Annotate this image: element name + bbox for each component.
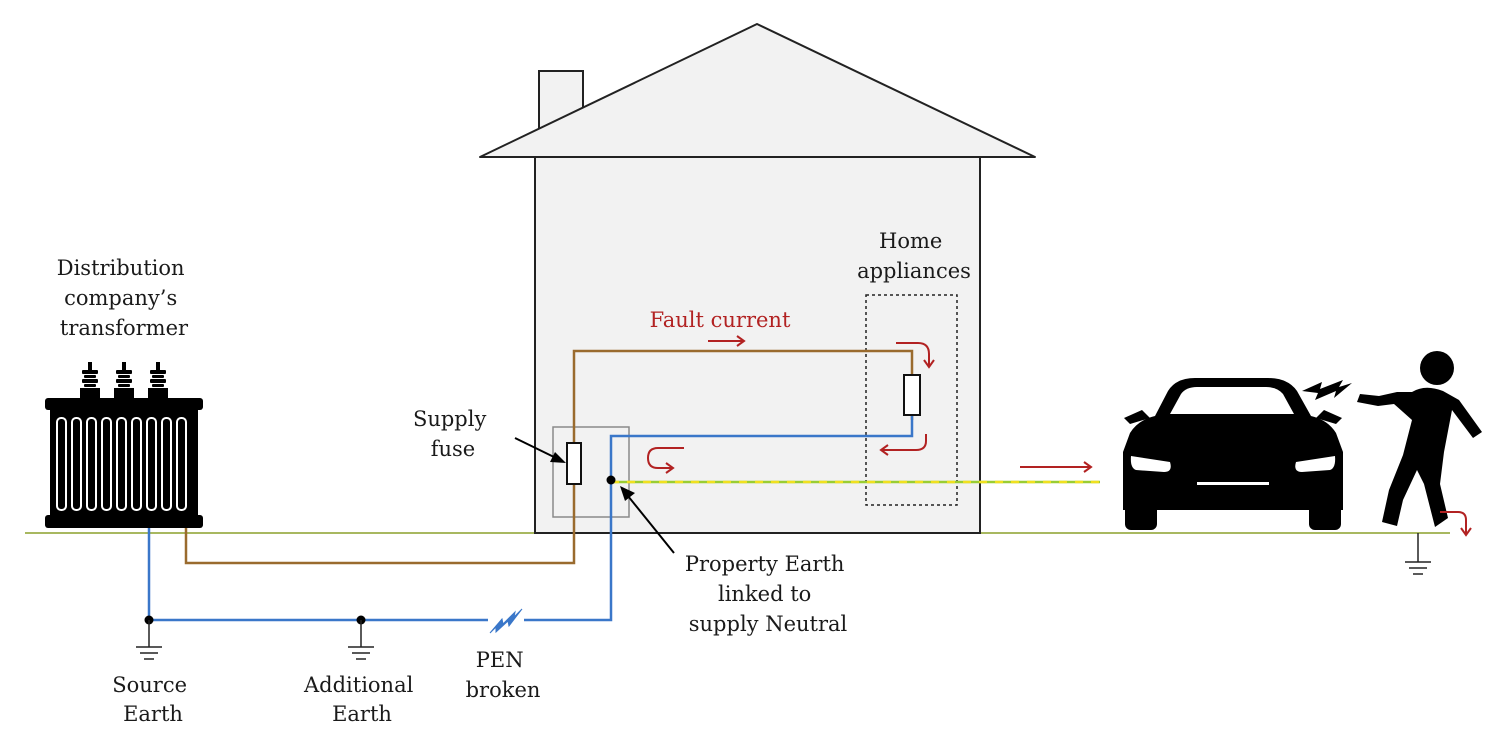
fault-current-label: Fault current: [650, 308, 791, 332]
supply-fuse-label: Supply fuse: [413, 407, 493, 461]
home-appliances-label-line-2: appliances: [857, 259, 971, 283]
property-earth-junction: [606, 475, 616, 485]
car-icon: [1123, 378, 1343, 530]
home-appliances-label-line-1: Home: [879, 229, 942, 253]
fault-arrow-to-car: [1020, 461, 1093, 473]
appliance-resistor-symbol: [903, 374, 921, 416]
fault-current-arrows: [646, 335, 1472, 537]
fault-arrow-to-ground: [1440, 511, 1472, 537]
additional-earth-electrode: [348, 615, 374, 660]
fault-arrow-top: [708, 335, 746, 347]
source-earth-label-line-2: Earth: [123, 702, 183, 726]
source-earth-label-line-1: Source: [112, 673, 187, 697]
person-earth-electrode: [1405, 533, 1431, 575]
property-earth-label-line-3: supply Neutral: [689, 612, 848, 636]
supply-fuse-label-line-1: Supply: [413, 407, 487, 431]
pen-broken-label-line-1: PEN: [476, 648, 524, 672]
additional-earth-label: Additional Earth: [303, 673, 420, 726]
source-earth-label: Source Earth: [112, 673, 193, 726]
property-earth-pointer: [620, 486, 675, 554]
fault-arrow-consumer-unit: [646, 447, 684, 474]
fault-arrow-appliance-bottom: [879, 434, 927, 456]
supply-fuse-label-line-2: fuse: [431, 437, 476, 461]
source-earth-electrode: [136, 615, 162, 660]
additional-earth-label-line-2: Earth: [332, 702, 392, 726]
supply-fuse-symbol: [566, 442, 582, 485]
pen-broken-label-line-2: broken: [466, 678, 541, 702]
transformer-label: Distribution company’s transformer: [57, 256, 192, 340]
fault-arrow-appliance-top: [896, 342, 935, 369]
property-earth-label-line-2: linked to: [718, 582, 811, 606]
home-appliances-label: Home appliances: [857, 229, 971, 283]
supply-fuse-pointer: [514, 437, 566, 463]
house: [479, 23, 1036, 534]
pen-broken-label: PEN broken: [466, 648, 541, 702]
transformer-label-line-3: transformer: [60, 316, 189, 340]
person-icon: [1357, 351, 1482, 527]
transformer-label-line-1: Distribution: [57, 256, 185, 280]
transformer-label-line-2: company’s: [64, 286, 177, 310]
pen-broken-icon: [489, 608, 523, 634]
house-roof: [479, 23, 1036, 158]
house-wall: [534, 156, 981, 534]
transformer-icon: [45, 362, 203, 528]
consumer-unit-box: [552, 426, 630, 518]
property-earth-label-line-1: Property Earth: [685, 552, 845, 576]
additional-earth-label-line-1: Additional: [303, 673, 414, 697]
property-earth-label: Property Earth linked to supply Neutral: [685, 552, 851, 636]
shock-spark-icon: [1302, 380, 1352, 400]
